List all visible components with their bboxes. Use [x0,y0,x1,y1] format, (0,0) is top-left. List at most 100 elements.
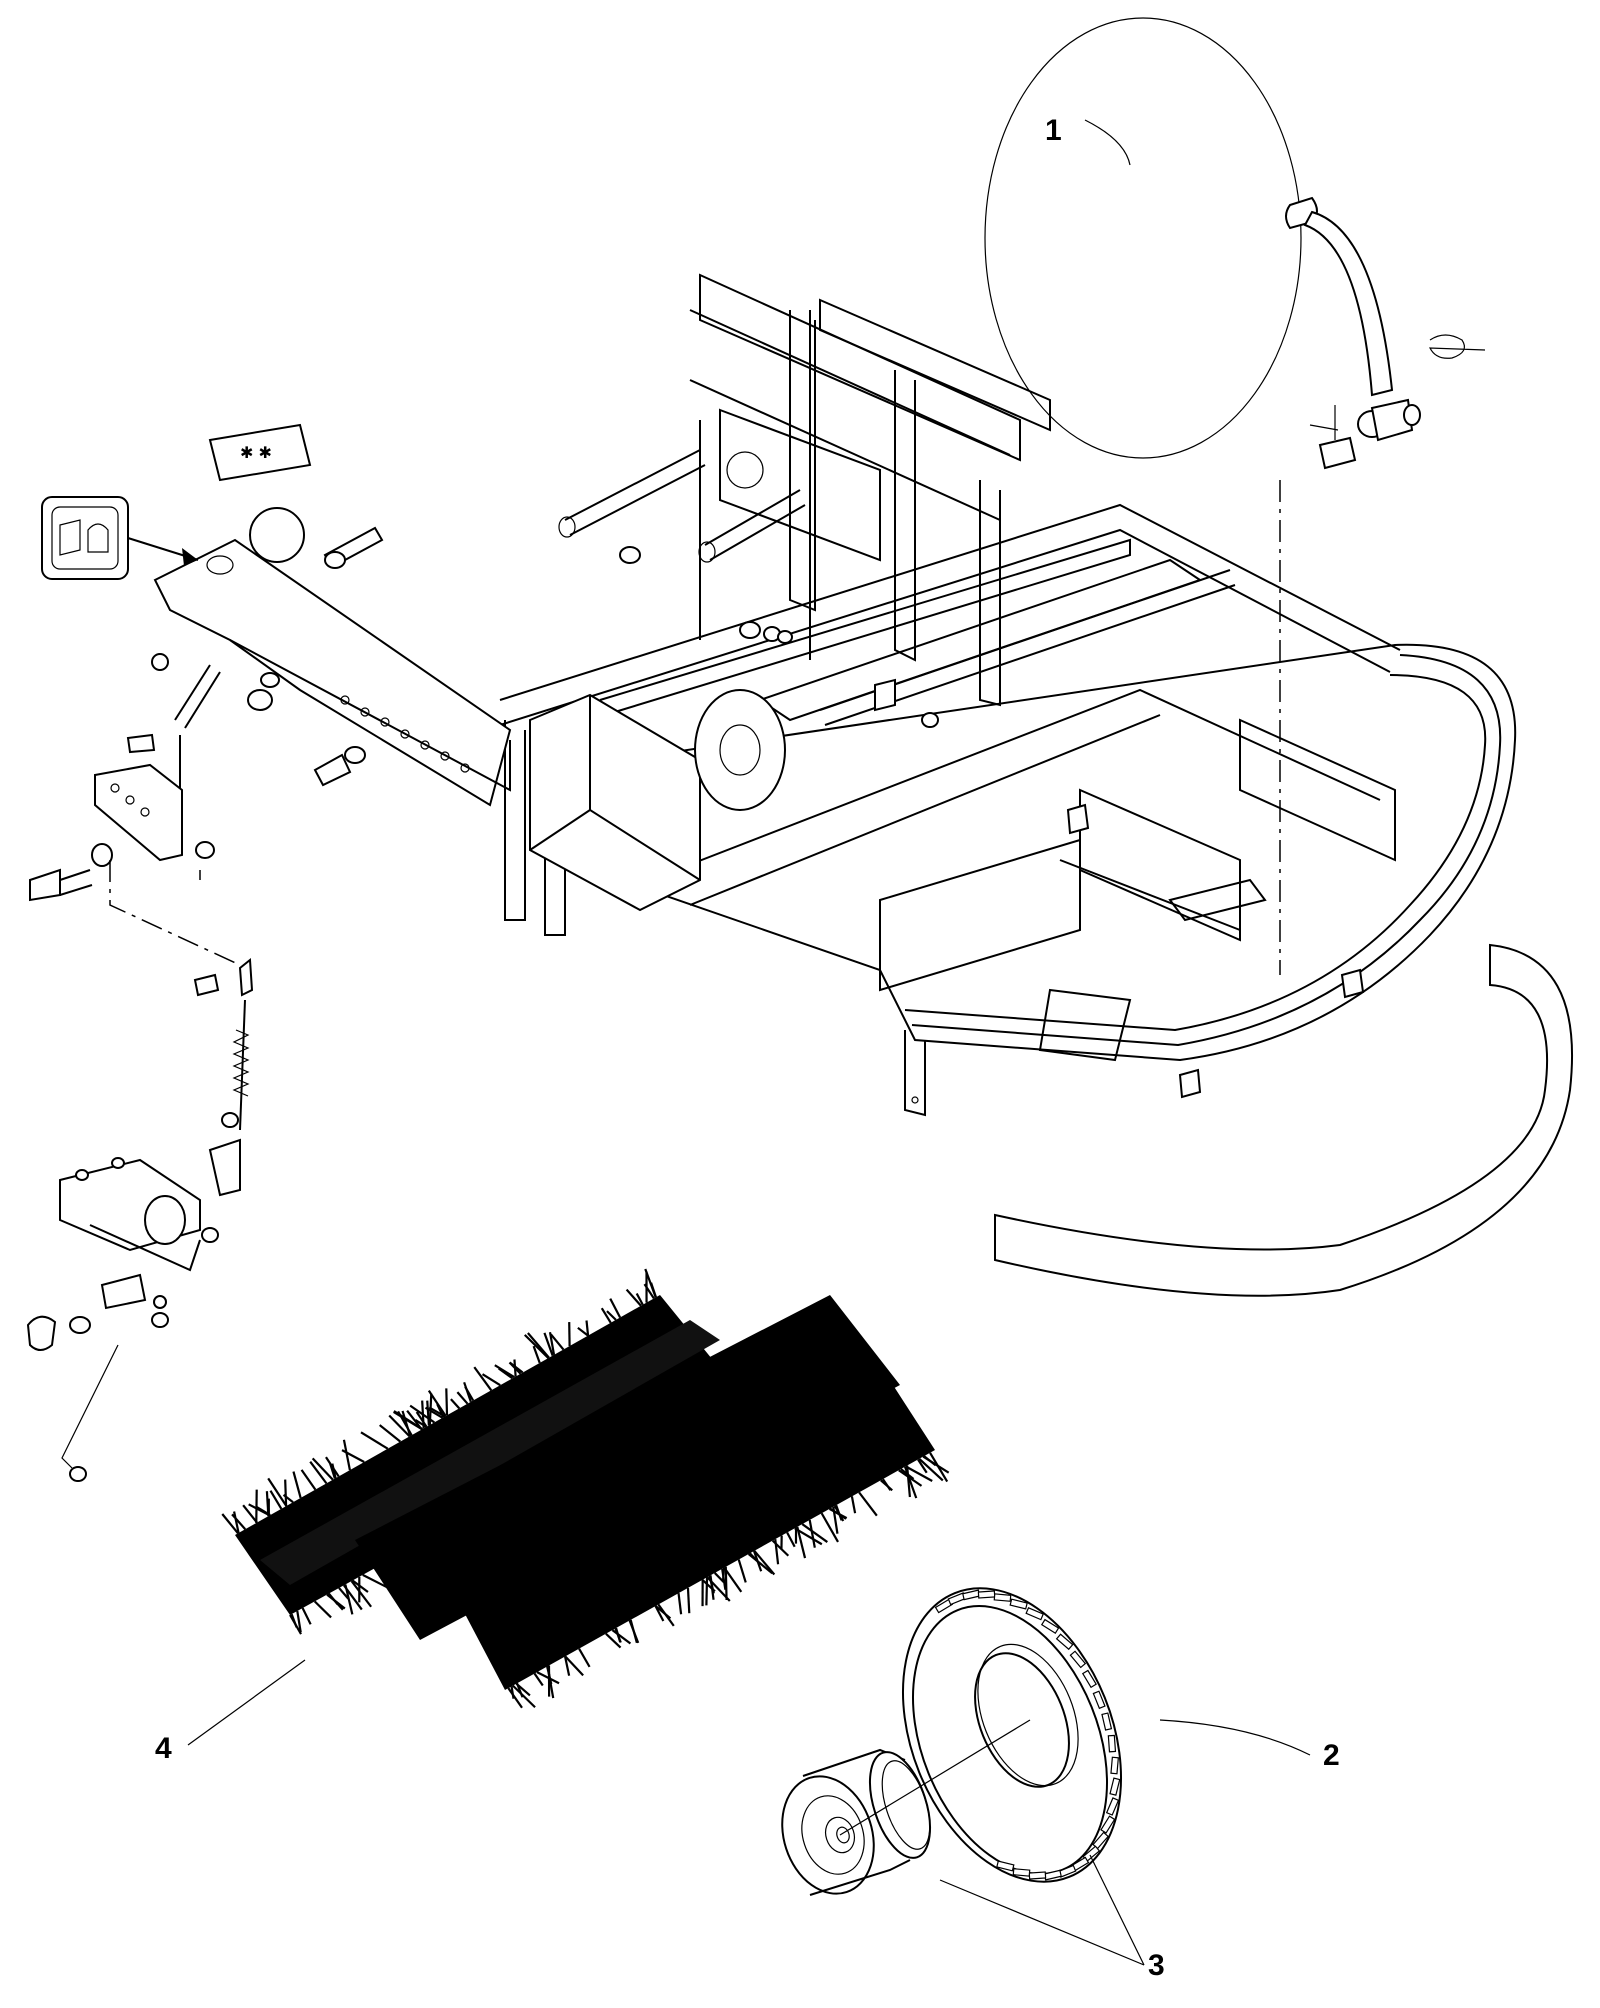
bristle [540,1519,553,1544]
bristle [292,1471,302,1499]
bristle [445,1388,449,1416]
bristle [680,1398,700,1412]
bristle [481,1373,501,1387]
bristle [700,1387,706,1409]
bristle [512,1684,536,1709]
bristle [523,1334,550,1359]
bristle [412,1545,434,1558]
bristle [576,1500,601,1518]
bristle [713,1572,725,1584]
bristle [642,1461,657,1488]
bristle [737,1559,747,1583]
bristle [721,1376,727,1405]
bristle [544,1473,568,1492]
bristle [233,1511,240,1534]
bristle [605,1484,625,1505]
bristle [721,1567,726,1581]
tread-block [1100,1815,1116,1834]
bristle [341,1449,365,1464]
leader-lines [187,119,1311,1966]
rear-bumper [994,943,1574,1297]
bristle [507,1537,513,1565]
bristle [767,1404,781,1421]
bristle [858,1491,878,1517]
bristle [400,1553,410,1575]
bristle [769,1394,790,1416]
bristle [556,1467,564,1480]
bristle [600,1307,612,1324]
bristle [423,1540,431,1554]
bristle [473,1366,493,1391]
bristle [707,1383,717,1403]
tread-block [1055,1633,1074,1651]
bristle [808,1519,816,1548]
bristle [605,1632,622,1649]
bristle [664,1407,675,1420]
bristle [796,1526,807,1559]
bristle [313,1600,332,1619]
callout-4: 4 [155,1732,172,1765]
bristle [809,1371,816,1401]
bristle [507,1687,523,1709]
bristle [550,1333,565,1351]
bristle [632,1425,640,1444]
bristle [532,1345,541,1364]
bristle [625,1288,642,1307]
bristle [606,1439,626,1454]
bristle [604,1440,615,1452]
tread-block [1009,1598,1028,1610]
bristle [545,1528,559,1541]
tread-block [1101,1712,1113,1731]
bristle [581,1453,601,1477]
bristle [267,1477,288,1507]
bristle [360,1431,389,1450]
bristle [642,1469,656,1488]
bristle [406,1409,423,1431]
bristle [621,1475,625,1504]
bristle [781,1383,792,1414]
bristle [487,1562,496,1575]
bristle [654,1605,665,1622]
bristle [468,1515,491,1540]
bristle [719,1432,727,1449]
bristle [437,1531,442,1562]
bristle [683,1396,694,1417]
tread-block [996,1860,1015,1872]
bristle [584,1489,590,1523]
callout-1: 1 [1045,114,1062,147]
bristle [827,1366,840,1389]
bristle [520,1486,538,1517]
bristle [439,1531,462,1553]
bristle [609,1298,622,1319]
bristle [489,1504,506,1534]
tread-block [1092,1690,1106,1710]
brush-bristles [221,1268,950,1709]
bristle [918,1457,944,1482]
bristle [762,1406,779,1421]
tire [901,1587,1123,1883]
tread-block [1028,1871,1047,1880]
bristle [255,1505,271,1517]
bristle [650,1463,673,1479]
bristle [850,1496,857,1514]
bristle [675,1401,689,1416]
bristle [505,1495,521,1517]
bristle [923,1455,937,1467]
bristle [753,1420,757,1433]
bristle [747,1553,773,1575]
bristle [424,1406,444,1419]
bristle [494,1546,512,1566]
bristle [350,1580,372,1608]
bristle [709,1575,715,1600]
bristle [740,1424,748,1438]
bristle [628,1620,640,1644]
bristle [415,1411,428,1428]
bristle [536,1477,558,1496]
bristle [819,1383,826,1396]
callout-2: 2 [1323,1739,1340,1772]
bristle [786,1532,796,1548]
tread-block [1081,1669,1097,1689]
bristle [523,1536,531,1555]
bristle [650,1414,668,1429]
bristle [801,1523,828,1543]
